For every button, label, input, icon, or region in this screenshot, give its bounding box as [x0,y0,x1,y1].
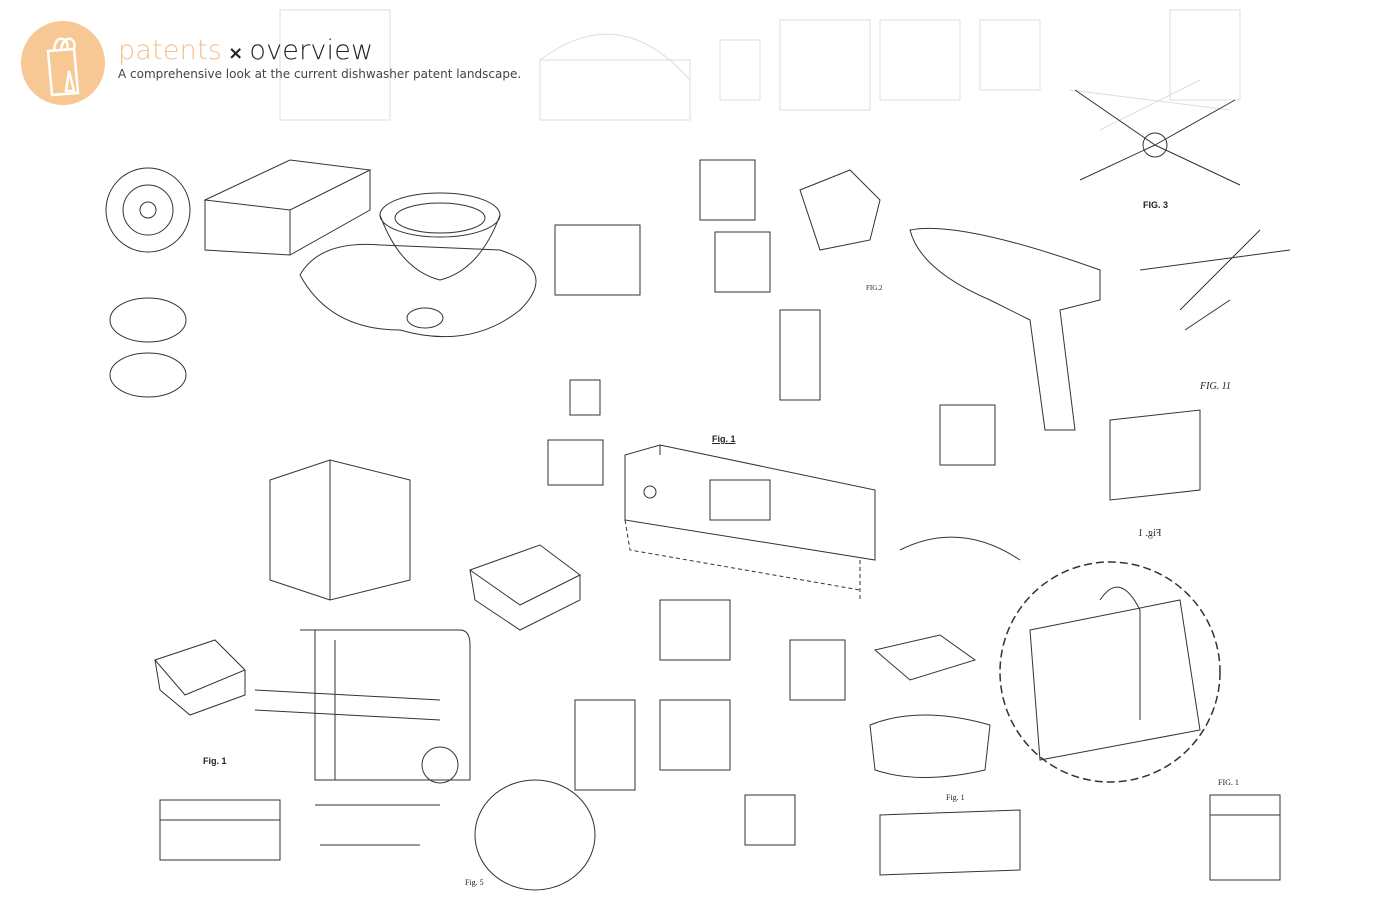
figure-label: Fig. 1 [1138,528,1162,539]
figure-label: FIG. 11 [1200,381,1231,392]
figure-label: Fig. 5 [465,878,484,887]
page-subtitle: A comprehensive look at the current dish… [118,67,522,81]
title-brand: patents [118,35,223,66]
figure-label: Fig. 1 [712,434,736,444]
title-section: overview [249,35,374,66]
figure-label: Fig. 1 [946,793,965,802]
logo [21,21,105,105]
title-separator: × [228,43,244,64]
shopping-bag-icon [46,37,80,97]
main-drawings [105,89,1291,891]
page-title: patents×overview [118,36,373,69]
figure-label: FIG. 3 [1143,200,1169,210]
faint-drawings [279,9,1241,131]
figure-label: FIG.2 [866,284,883,292]
figure-label: Fig. 1 [203,756,227,766]
figure-label: FIG. 1 [1218,778,1239,787]
